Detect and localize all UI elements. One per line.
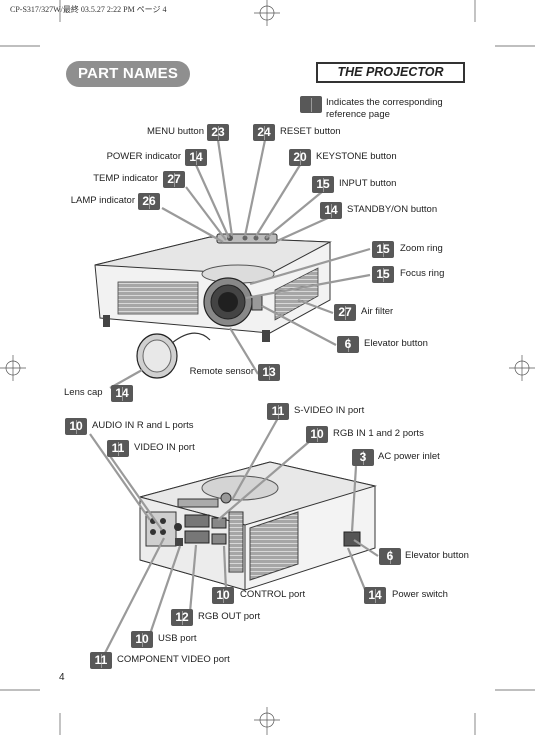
label-menu-button: MENU button (146, 126, 204, 137)
page-number: 4 (59, 672, 65, 683)
ref-badge-standby-button: 14 (320, 202, 342, 219)
label-rgb-out-port: RGB OUT port (198, 611, 261, 622)
label-focus-ring: Focus ring (400, 268, 445, 279)
label-lamp-indicator: LAMP indicator (70, 195, 135, 206)
label-temp-indicator: TEMP indicator (93, 173, 158, 184)
ref-badge-remote-sensor: 13 (258, 364, 280, 381)
label-elevator-button-rear: Elevator button (405, 550, 469, 561)
ref-badge-focus-ring: 15 (372, 266, 394, 283)
label-rgb-in-ports: RGB IN 1 and 2 ports (333, 428, 424, 439)
label-zoom-ring: Zoom ring (400, 243, 443, 254)
ref-badge-zoom-ring: 15 (372, 241, 394, 258)
leader-lines (89, 139, 379, 656)
ref-badge-temp-indicator: 27 (163, 171, 185, 188)
label-air-filter: Air filter (361, 306, 394, 317)
ref-badge-power-indicator: 14 (185, 149, 207, 166)
label-power-indicator: POWER indicator (106, 151, 181, 162)
label-keystone-button: KEYSTONE button (316, 151, 397, 162)
projector-front-view (94, 233, 332, 379)
ref-badge-rgb-out-port: 12 (171, 609, 193, 626)
reference-legend-badge (300, 96, 322, 113)
label-component-video-port: COMPONENT VIDEO port (117, 654, 230, 665)
ref-badge-power-switch: 14 (364, 587, 386, 604)
section-heading: THE PROJECTOR (316, 62, 465, 83)
ref-badge-lens-cap: 14 (111, 385, 133, 402)
ref-badge-lamp-indicator: 26 (138, 193, 160, 210)
ref-badge-menu-button: 23 (207, 124, 229, 141)
ref-badge-video-in-port: 11 (107, 440, 129, 457)
label-control-port: CONTROL port (240, 589, 306, 600)
ref-badge-usb-port: 10 (131, 631, 153, 648)
label-audio-in-ports: AUDIO IN R and L ports (92, 420, 194, 431)
print-header: CP-S317/327W/最終 03.5.27 2:22 PM ページ 4 (10, 5, 167, 14)
legend-text: Indicates the corresponding reference pa… (326, 97, 443, 120)
label-ac-power-inlet: AC power inlet (378, 451, 440, 462)
ref-badge-rgb-in-ports: 10 (306, 426, 328, 443)
page-title: PART NAMES (66, 61, 190, 87)
label-video-in-port: VIDEO IN port (134, 442, 195, 453)
ref-badge-reset-button: 24 (253, 124, 275, 141)
ref-badge-s-video-port: 11 (267, 403, 289, 420)
ref-badge-audio-in-ports: 10 (65, 418, 87, 435)
ref-badge-control-port: 10 (212, 587, 234, 604)
ref-badge-component-video-port: 11 (90, 652, 112, 669)
ref-badge-elevator-button-rear: 6 (379, 548, 401, 565)
label-lens-cap: Lens cap (64, 387, 103, 398)
ref-badge-ac-power-inlet: 3 (352, 449, 374, 466)
label-usb-port: USB port (158, 633, 197, 644)
label-elevator-button-front: Elevator button (364, 338, 428, 349)
ref-badge-air-filter: 27 (334, 304, 356, 321)
label-remote-sensor: Remote sensor (189, 366, 254, 377)
label-standby-button: STANDBY/ON button (347, 204, 438, 215)
ref-badge-keystone-button: 20 (289, 149, 311, 166)
projector-rear-view (138, 461, 377, 591)
label-reset-button: RESET button (280, 126, 341, 137)
ref-badge-input-button: 15 (312, 176, 334, 193)
label-input-button: INPUT button (339, 178, 397, 189)
label-s-video-port: S-VIDEO IN port (294, 405, 365, 416)
ref-badge-elevator-button-front: 6 (337, 336, 359, 353)
label-power-switch: Power switch (392, 589, 448, 600)
